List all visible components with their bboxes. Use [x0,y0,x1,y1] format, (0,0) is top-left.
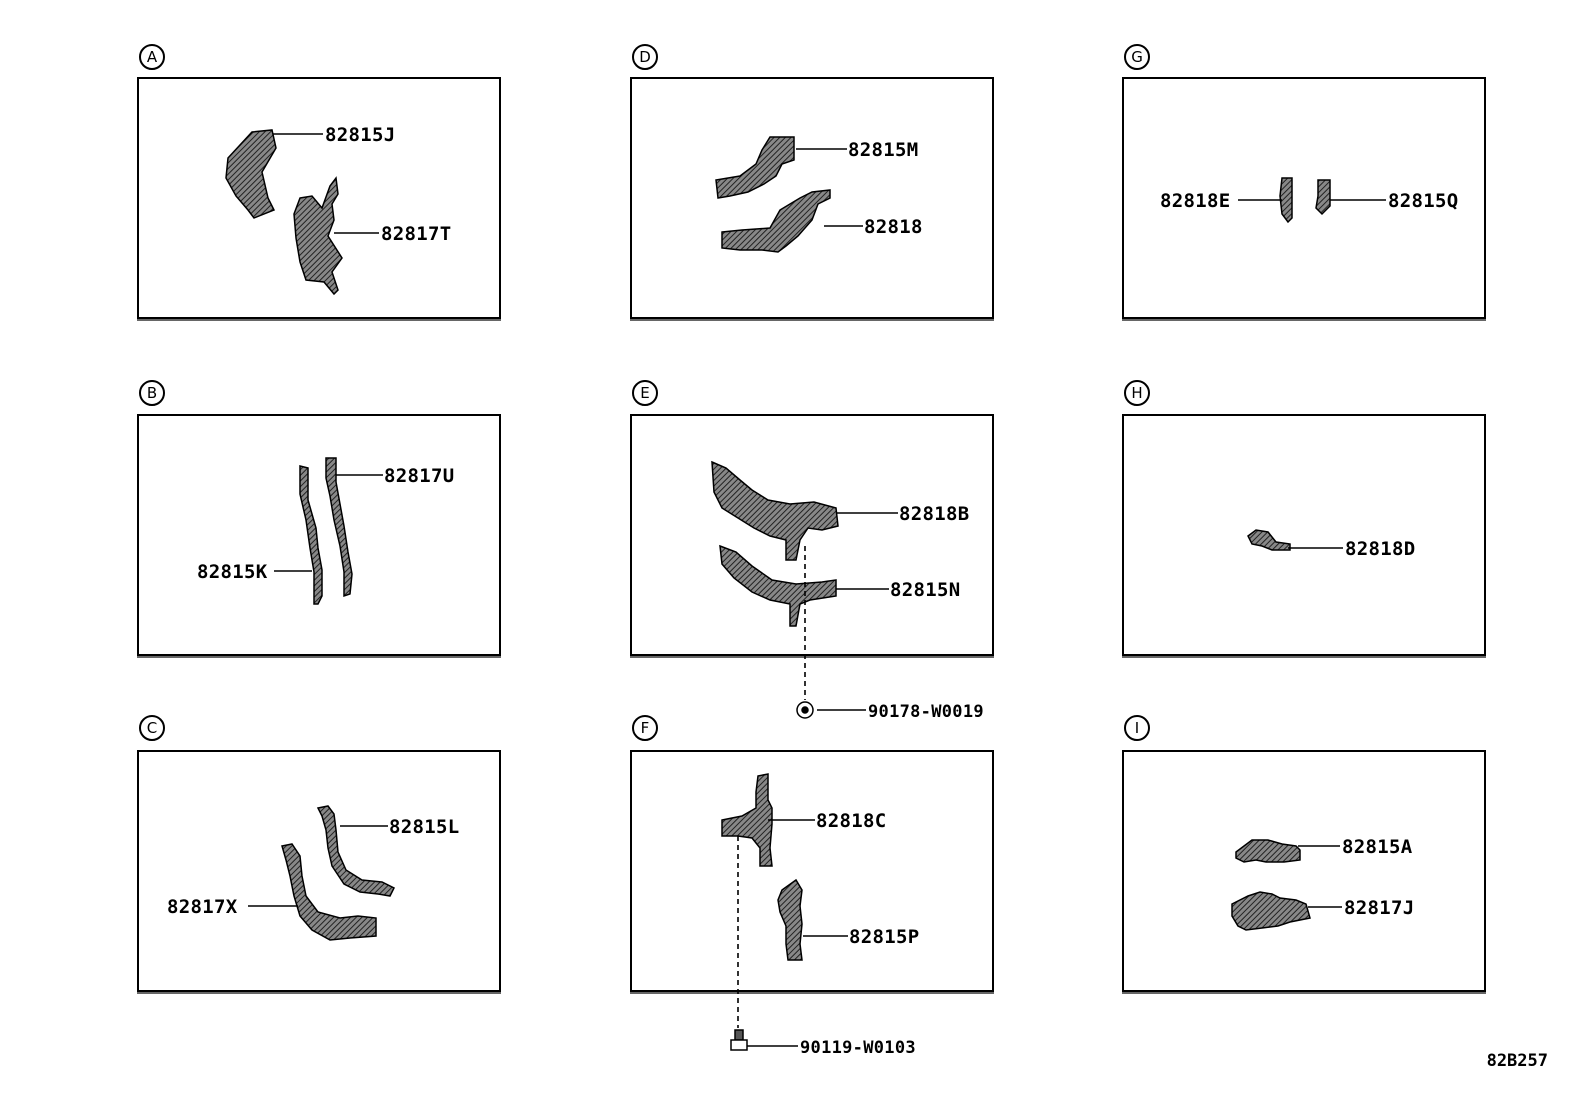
diagram-code: 82B257 [1486,1051,1548,1071]
panel-d-frame [630,77,994,319]
part-label-82815P: 82815P [849,926,920,948]
fastener-90178-W0019-shape [796,701,814,719]
part-label-82818B: 82818B [899,503,970,525]
panel-g-letter: G [1124,44,1150,70]
panel-a-frame [137,77,501,319]
part-label-82815N: 82815N [890,579,961,601]
panel-h-letter: H [1124,380,1150,406]
part-label-82815J: 82815J [325,124,396,146]
panel-b-frame [137,414,501,656]
part-label-82817J: 82817J [1344,897,1415,919]
panel-c-frame [137,750,501,992]
fastener-label-90178-W0019: 90178-W0019 [868,702,984,722]
panel-b-letter: B [139,380,165,406]
panel-a-letter: A [139,44,165,70]
panel-i-letter: I [1124,715,1150,741]
part-label-82818: 82818 [864,216,923,238]
part-label-82818C: 82818C [816,810,887,832]
part-label-82815Q: 82815Q [1388,190,1459,212]
part-label-82815L: 82815L [389,816,460,838]
part-label-82818E: 82818E [1160,190,1231,212]
fastener-label-90119-W0103: 90119-W0103 [800,1038,916,1058]
panel-e-letter: E [632,380,658,406]
fastener-90119-W0103-shape [734,1029,744,1041]
panel-g-frame [1122,77,1486,319]
panel-c-letter: C [139,715,165,741]
panel-i-frame [1122,750,1486,992]
part-label-82815A: 82815A [1342,836,1413,858]
part-label-82815M: 82815M [848,139,919,161]
part-label-82817T: 82817T [381,223,452,245]
panel-f-letter: F [632,715,658,741]
part-label-82817X: 82817X [167,896,238,918]
part-label-82817U: 82817U [384,465,455,487]
part-label-82818D: 82818D [1345,538,1416,560]
panel-f-frame [630,750,994,992]
panel-d-letter: D [632,44,658,70]
part-label-82815K: 82815K [197,561,268,583]
panel-e-frame [630,414,994,656]
panel-h-frame [1122,414,1486,656]
